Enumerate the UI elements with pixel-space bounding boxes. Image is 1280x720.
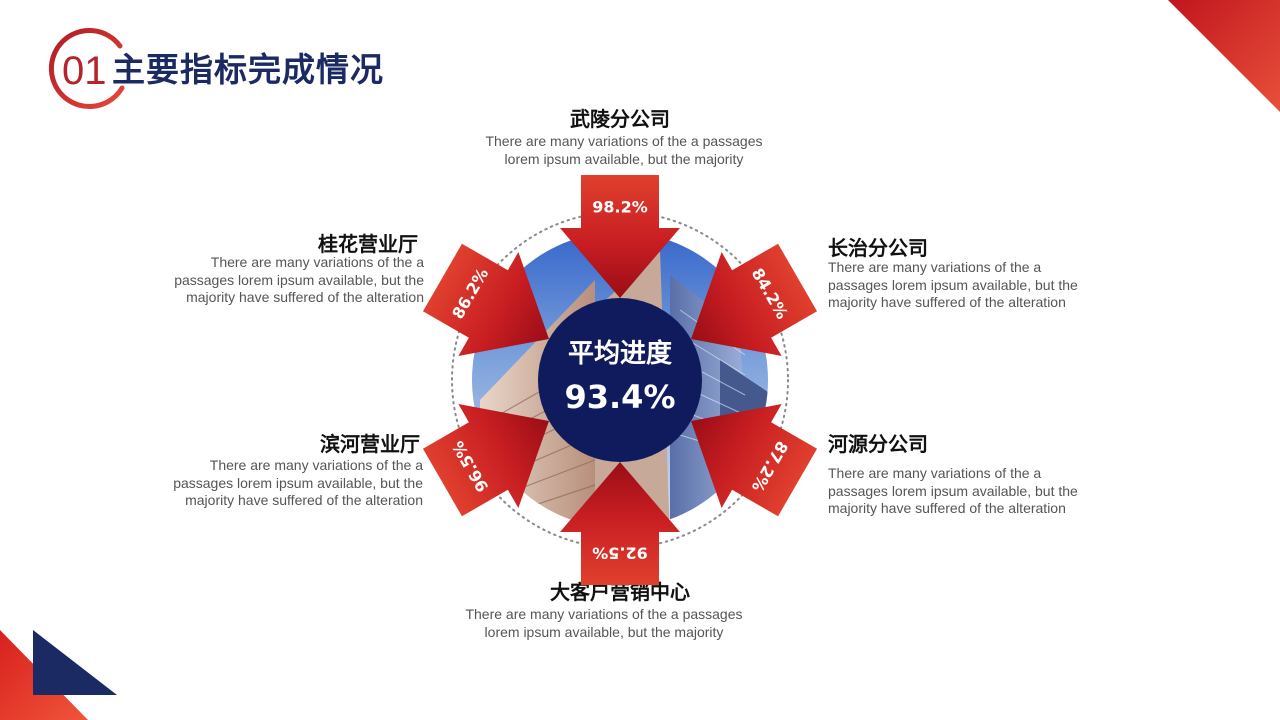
- corner-decoration-top-right: [1168, 0, 1280, 112]
- arrow-bottom: 92.5%: [560, 462, 680, 585]
- arrow-percent-top: 98.2%: [592, 198, 648, 217]
- arrow-lower-left: 96.5%: [422, 404, 549, 517]
- corner-decoration-bottom-left: [0, 630, 117, 720]
- center-value: 93.4%: [564, 378, 675, 416]
- branch-name-lower-right: 河源分公司: [828, 432, 928, 456]
- progress-radial-diagram: 98.2% 84.2% 87.2% 92.5% 96.5% 86.2% 平均进度 93.4…: [422, 175, 818, 585]
- center-title: 平均进度: [568, 338, 672, 369]
- arrow-shape-lower-right: [691, 404, 818, 517]
- arrow-upper-right: 84.2%: [691, 243, 818, 356]
- arrow-shape-lower-left: [422, 404, 549, 517]
- page-title: 主要指标完成情况: [112, 50, 384, 89]
- section-number: 01: [62, 49, 107, 93]
- arrow-lower-right: 87.2%: [691, 404, 818, 517]
- branch-desc-top: There are many variations of the a passa…: [485, 133, 763, 167]
- title-number-ring: [48, 28, 125, 109]
- branch-desc-lower-left: There are many variations of the a passa…: [173, 457, 423, 508]
- branch-desc-lower-right: There are many variations of the a passa…: [828, 465, 1078, 516]
- branch-name-top: 武陵分公司: [570, 107, 670, 131]
- arrow-shape-top: [560, 175, 680, 298]
- branch-name-upper-left: 桂花营业厅: [318, 232, 418, 256]
- arrow-upper-left: 86.2%: [422, 243, 549, 356]
- branch-desc-upper-left: There are many variations of the a passa…: [174, 254, 424, 305]
- branch-desc-bottom: There are many variations of the a passa…: [465, 606, 743, 640]
- branch-name-upper-right: 长治分公司: [828, 236, 928, 260]
- arrow-shape-bottom: [560, 462, 680, 585]
- arrow-top: 98.2%: [560, 175, 680, 298]
- branch-name-lower-left: 滨河营业厅: [320, 432, 420, 456]
- center-circle: [538, 298, 702, 462]
- branch-desc-upper-right: There are many variations of the a passa…: [828, 259, 1078, 310]
- arrow-shape-upper-left: [422, 243, 549, 356]
- arrow-shape-upper-right: [691, 243, 818, 356]
- arrow-percent-bottom: 92.5%: [592, 544, 648, 563]
